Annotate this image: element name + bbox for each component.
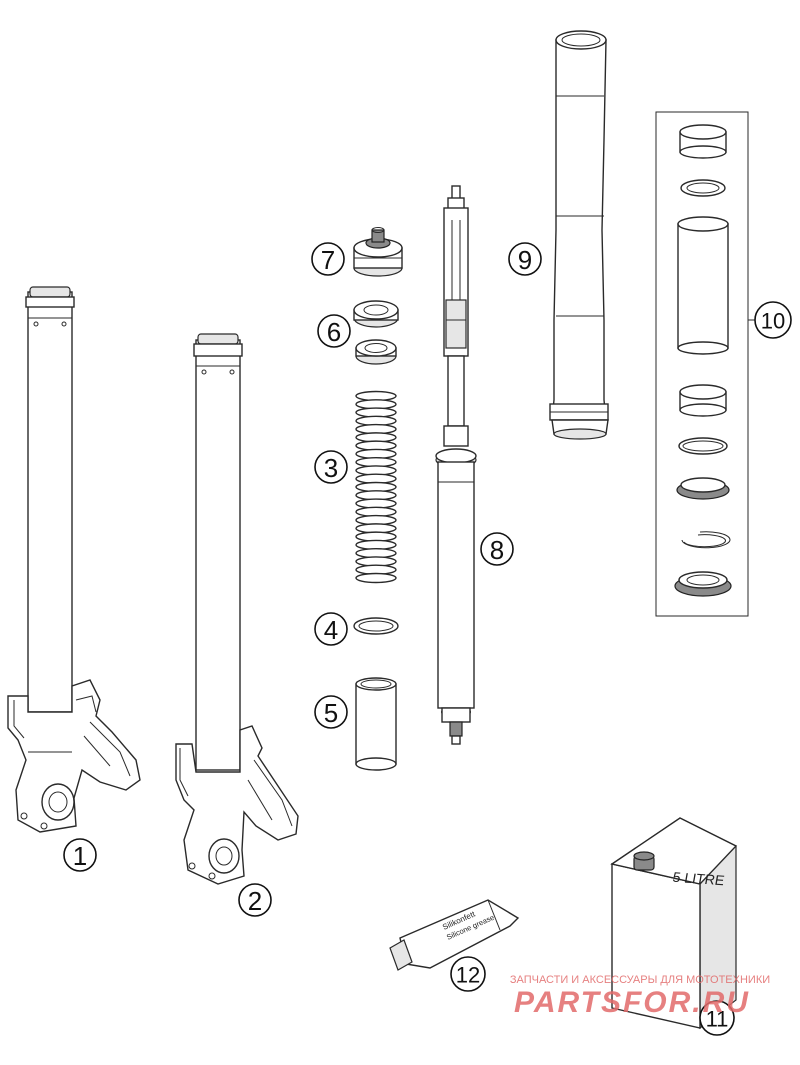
can-label: 5 LITRE [672,869,726,888]
callout-3: 3 [314,450,348,484]
svg-text:10: 10 [761,309,785,334]
watermark-tagline: ЗАПЧАСТИ И АКСЕССУАРЫ ДЛЯ МОТОТЕХНИКИ [510,974,770,986]
fork-leg-left [7,286,141,833]
callout-7: 7 [311,242,345,276]
svg-text:2: 2 [248,886,262,916]
svg-text:6: 6 [327,317,341,347]
svg-text:3: 3 [324,453,338,483]
svg-text:1: 1 [73,841,87,871]
svg-text:8: 8 [490,535,504,565]
watermark: ЗАПЧАСТИ И АКСЕССУАРЫ ДЛЯ МОТОТЕХНИКИ PA… [510,974,770,1019]
spacer-washers [353,300,399,365]
damper-cartridge [435,185,477,745]
callout-12: 12 [450,956,486,992]
callout-6: 6 [317,314,351,348]
o-ring [353,617,399,635]
outer-tube [549,30,609,440]
callout-1: 1 [63,838,97,872]
callout-8: 8 [480,532,514,566]
fork-leg-right [175,333,299,885]
svg-text:7: 7 [321,245,335,275]
spring-coil [355,572,397,584]
callout-2: 2 [238,883,272,917]
callout-10: 10 [754,301,792,339]
callout-9: 9 [508,242,542,276]
watermark-logo: PARTSFOR.RU [514,986,750,1019]
svg-text:4: 4 [324,615,338,645]
svg-text:12: 12 [456,963,480,988]
grease-tube: Silikonfett Silicone grease [389,899,520,971]
oil-can: 5 LITRE [610,817,738,1030]
svg-text:9: 9 [518,245,532,275]
fork-cap [353,227,403,277]
seal-kit [655,111,755,617]
guide-sleeve [355,677,397,771]
fork-spring [355,390,397,584]
callout-5: 5 [314,695,348,729]
svg-text:11: 11 [706,1007,729,1032]
callout-4: 4 [314,612,348,646]
svg-text:5: 5 [324,698,338,728]
callout-11: 11 [699,1000,735,1036]
